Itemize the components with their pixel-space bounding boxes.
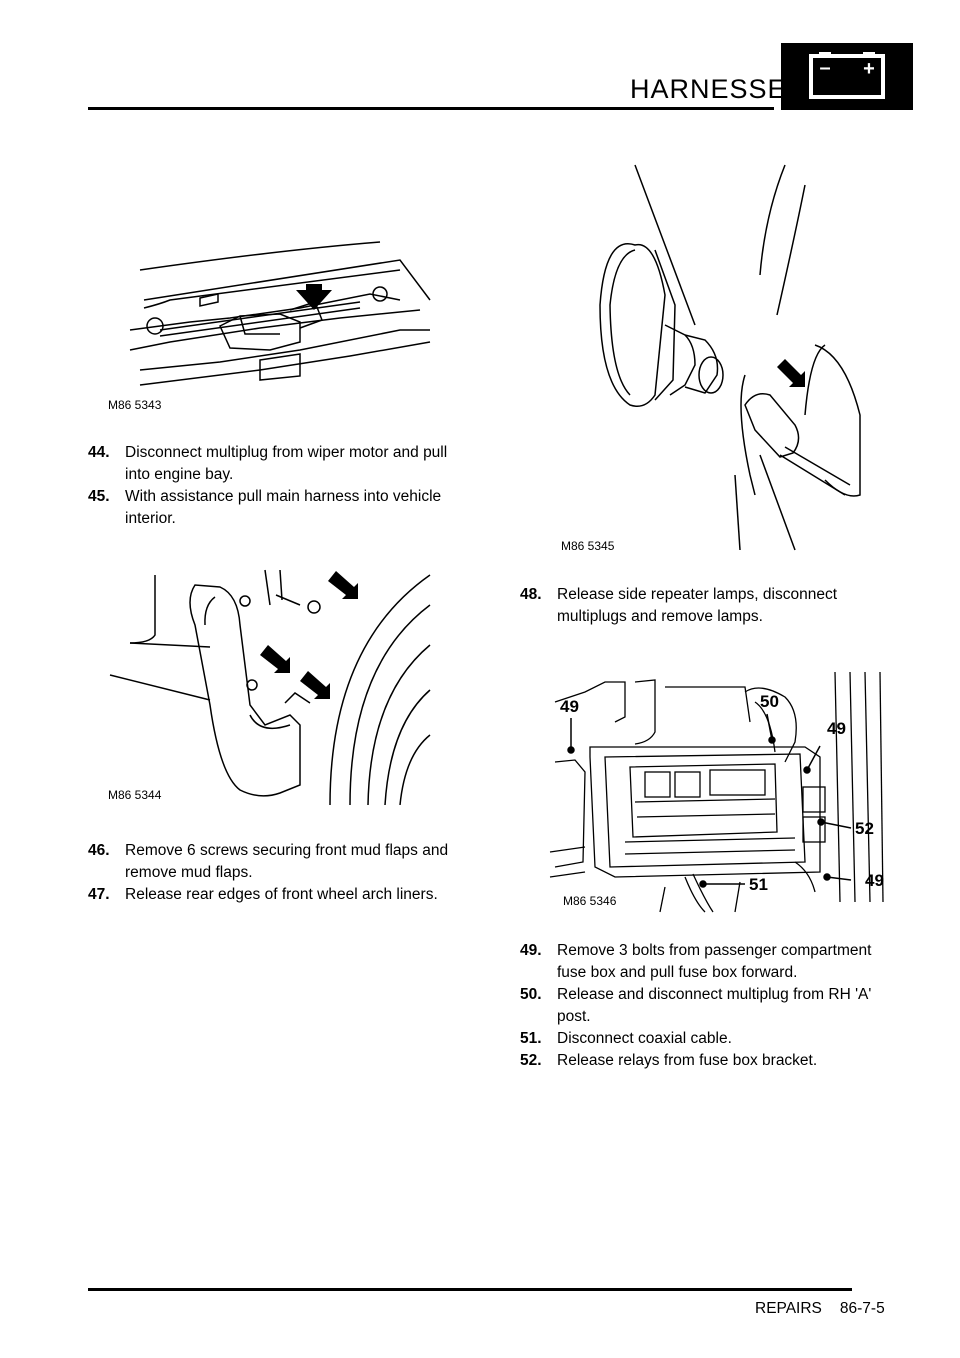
- step-text: With assistance pull main harness into v…: [125, 488, 442, 527]
- battery-badge: – +: [781, 43, 913, 110]
- step-item: 48. Release side repeater lamps, disconn…: [520, 584, 900, 628]
- step-item: 52. Release relays from fuse box bracket…: [520, 1050, 900, 1072]
- steps-44-45: 44. Disconnect multiplug from wiper moto…: [88, 442, 468, 530]
- step-item: 47. Release rear edges of front wheel ar…: [88, 884, 468, 906]
- step-number: 51.: [520, 1030, 542, 1047]
- step-text: Release rear edges of front wheel arch l…: [125, 886, 438, 903]
- wiper-motor-illustration: [129, 241, 431, 386]
- battery-icon: – +: [809, 52, 885, 99]
- step-number: 52.: [520, 1052, 542, 1069]
- arrow-icon: [328, 571, 358, 599]
- figure-mud-flap: M86 5344: [100, 565, 440, 805]
- step-number: 48.: [520, 586, 542, 603]
- step-item: 44. Disconnect multiplug from wiper moto…: [88, 442, 468, 486]
- footer-section: REPAIRS: [755, 1300, 822, 1317]
- callout-50: 50: [760, 692, 779, 711]
- steps-49-52: 49. Remove 3 bolts from passenger compar…: [520, 940, 900, 1072]
- figure-side-repeater-lamp: M86 5345: [545, 155, 875, 555]
- step-number: 50.: [520, 986, 542, 1003]
- arrow-down-icon: [296, 284, 332, 310]
- step-number: 44.: [88, 444, 110, 461]
- callout-49: 49: [827, 719, 846, 738]
- mud-flap-illustration: [109, 569, 431, 805]
- figure-fuse-box: 49 50 49 52 51 49 M86 5346: [545, 662, 905, 917]
- page-number: 86-7-5: [839, 1300, 885, 1317]
- step-number: 49.: [520, 942, 542, 959]
- step-number: 46.: [88, 842, 110, 859]
- steps-46-47: 46. Remove 6 screws securing front mud f…: [88, 840, 468, 906]
- page-header-title: HARNESSES: [630, 74, 806, 104]
- arrow-icon: [777, 359, 805, 387]
- figure-label: M86 5345: [561, 539, 615, 553]
- step-text: Disconnect coaxial cable.: [557, 1030, 732, 1047]
- step-number: 47.: [88, 886, 110, 903]
- step-item: 51. Disconnect coaxial cable.: [520, 1028, 900, 1050]
- figure-label: M86 5344: [108, 788, 162, 802]
- battery-plus-sign: +: [863, 58, 875, 80]
- step-text: Release side repeater lamps, disconnect …: [557, 586, 838, 625]
- step-text: Release relays from fuse box bracket.: [557, 1052, 818, 1069]
- side-repeater-illustration: [599, 164, 861, 551]
- callout-51: 51: [749, 875, 768, 894]
- arrow-icon: [260, 645, 290, 673]
- step-item: 45. With assistance pull main harness in…: [88, 486, 468, 530]
- step-item: 50. Release and disconnect multiplug fro…: [520, 984, 900, 1028]
- figure-label: M86 5343: [108, 398, 162, 412]
- figure-label: M86 5346: [563, 894, 617, 908]
- callout-49: 49: [560, 697, 579, 716]
- callout-52: 52: [855, 819, 874, 838]
- fuse-box-illustration: 49 50 49 52 51 49: [549, 671, 884, 913]
- callout-49: 49: [865, 871, 884, 890]
- step-number: 45.: [88, 488, 110, 505]
- step-text: Remove 6 screws securing front mud flaps…: [125, 842, 449, 881]
- step-text: Release and disconnect multiplug from RH…: [557, 986, 872, 1025]
- step-text: Remove 3 bolts from passenger compartmen…: [557, 942, 872, 981]
- step-item: 46. Remove 6 screws securing front mud f…: [88, 840, 468, 884]
- footer-rule: [88, 1288, 852, 1291]
- battery-minus-sign: –: [819, 57, 830, 79]
- header-rule: [88, 107, 774, 110]
- step-text: Disconnect multiplug from wiper motor an…: [125, 444, 448, 483]
- arrow-icon: [300, 671, 330, 699]
- figure-wiper-motor: M86 5343: [100, 230, 440, 412]
- steps-48: 48. Release side repeater lamps, disconn…: [520, 584, 900, 628]
- page-footer: REPAIRS 86-7-5: [755, 1300, 885, 1318]
- step-item: 49. Remove 3 bolts from passenger compar…: [520, 940, 900, 984]
